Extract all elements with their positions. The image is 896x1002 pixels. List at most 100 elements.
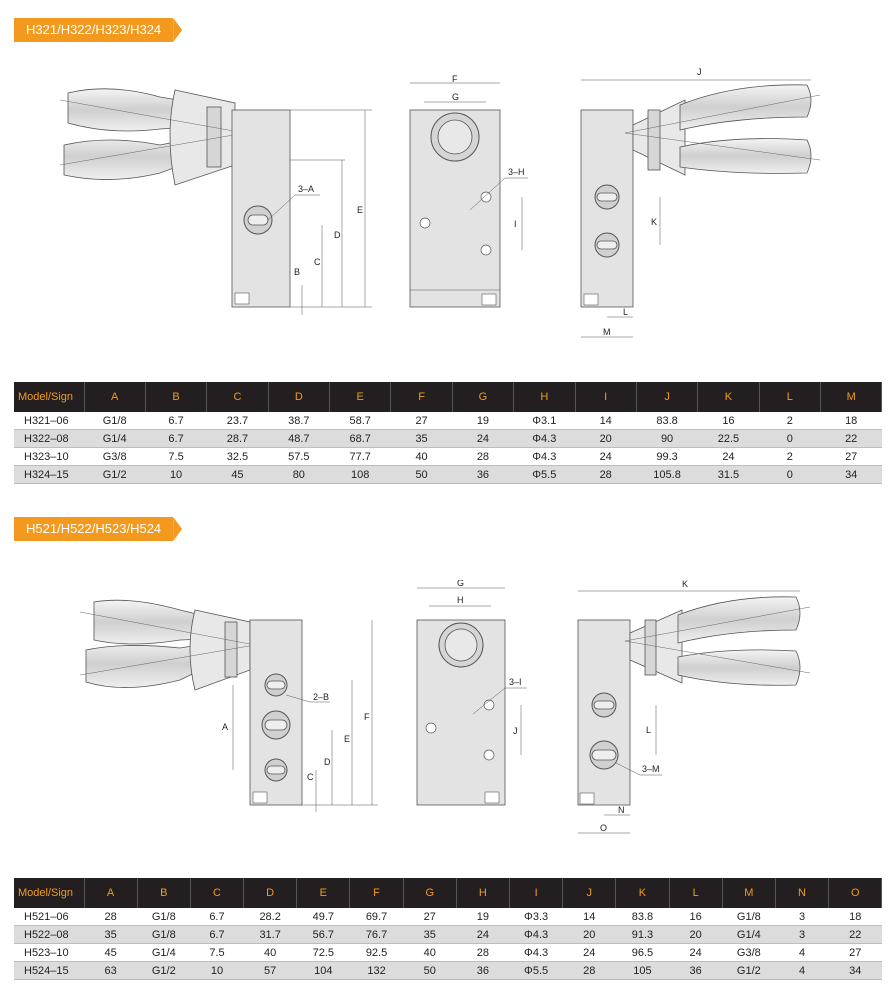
table-cell: 27 [820,447,882,466]
header-h: H [513,382,576,412]
table-cell: 24 [575,447,637,466]
label-k: K [651,217,657,227]
header-k: K [615,878,670,908]
table-cell: 36 [669,961,723,980]
table-cell: 35 [403,925,457,944]
table-cell: 0 [759,465,821,484]
label-g: G [452,92,459,102]
header-j: J [636,382,699,412]
table-cell: 90 [636,429,698,448]
table-cell: 56.7 [296,925,350,944]
table-cell: 63 [84,961,138,980]
table-cell: 31.7 [243,925,297,944]
table-cell: H321–06 [14,412,84,430]
table-cell: 69.7 [349,908,404,926]
table-cell: G1/2 [137,961,191,980]
table-cell: H524–15 [14,961,84,980]
table-cell: 76.7 [349,925,404,944]
table-cell: 104 [296,961,350,980]
table-cell: G1/8 [84,412,146,430]
label-i: I [514,219,517,229]
table-cell: 28.2 [243,908,297,926]
h32x-front-view: F G 3–H I [409,75,528,308]
label-n: N [618,805,625,815]
table-cell: G3/8 [722,943,776,962]
label-3a: 3–A [298,184,314,194]
label-j: J [697,67,702,77]
table-cell: 31.5 [697,465,760,484]
header-l: L [759,382,822,412]
table-cell: 18 [828,908,882,926]
table-cell: 28.7 [206,429,269,448]
label-g2: G [457,580,464,588]
table-cell: 27 [828,943,882,962]
table-cell: 72.5 [296,943,350,962]
table-cell: 28 [456,943,510,962]
label-o: O [600,823,607,833]
table-cell: 83.8 [636,412,698,430]
table-cell: 7.5 [190,943,244,962]
label-e2: E [344,734,350,744]
label-3i: 3–I [509,677,522,687]
header-n: N [775,878,830,908]
table-cell: 10 [145,465,207,484]
table-cell: 40 [403,943,457,962]
table-cell: 99.3 [636,447,698,466]
table-cell: H521–06 [14,908,84,926]
label-f: F [452,75,458,84]
table-cell: 105 [615,961,670,980]
table-cell: Φ3.1 [513,412,575,430]
table-cell: 35 [390,429,453,448]
h32x-end-view: J K L M [580,67,820,338]
section-title-h52x: H521/H522/H523/H524 [14,517,174,541]
label-e: E [357,205,363,215]
table-cell: Φ4.3 [509,925,563,944]
table-cell: 50 [390,465,453,484]
table-cell: 14 [562,908,616,926]
table-cell: 18 [820,412,882,430]
table-cell: Φ5.5 [509,961,563,980]
table-cell: 83.8 [615,908,670,926]
header-j: J [562,878,617,908]
table-cell: Φ4.3 [513,429,575,448]
label-h2: H [457,595,464,605]
table-cell: 24 [562,943,616,962]
table-cell: 28 [562,961,616,980]
table-cell: 6.7 [190,908,244,926]
table-cell: H523–10 [14,943,84,962]
table-cell: H522–08 [14,925,84,944]
table-cell: 7.5 [145,447,207,466]
table-cell: 57.5 [268,447,330,466]
label-a: A [222,722,228,732]
table-cell: H324–15 [14,465,84,484]
table-cell: 6.7 [145,429,207,448]
table-cell: G1/8 [722,908,776,926]
table-cell: Φ4.3 [509,943,563,962]
table-cell: 3 [775,925,829,944]
table-cell: 20 [669,925,723,944]
section-title-h32x: H321/H322/H323/H324 [14,18,174,42]
table-cell: G3/8 [84,447,146,466]
table-cell: 77.7 [329,447,391,466]
table-cell: 14 [575,412,637,430]
label-l2: L [646,725,651,735]
table-cell: 40 [243,943,297,962]
header-model-sign: Model/Sign [14,382,85,412]
table-cell: 20 [562,925,616,944]
header-h: H [456,878,511,908]
table-cell: G1/4 [722,925,776,944]
table-cell: 24 [452,429,514,448]
label-d: D [334,230,341,240]
table-cell: 49.7 [296,908,350,926]
h32x-side-view: 3–A E D C B [60,88,372,315]
table-cell: 80 [268,465,330,484]
h52x-end-view: K L 3–M N O [577,579,810,834]
